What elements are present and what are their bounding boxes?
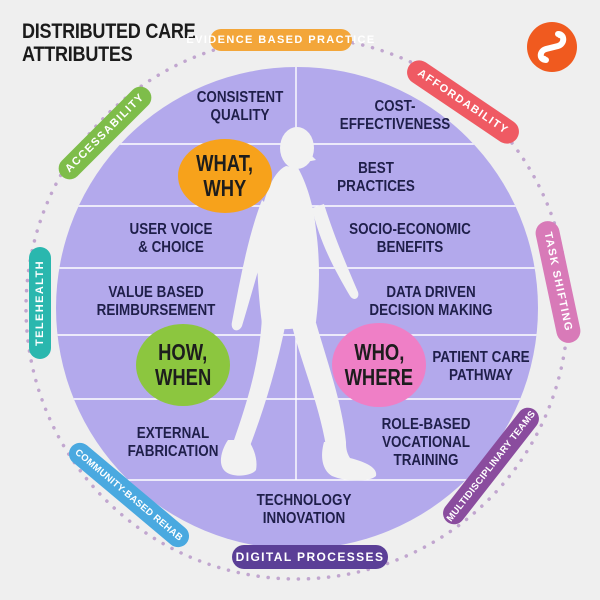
title-line-1: DISTRIBUTED CARE [22, 20, 196, 43]
attribute-line: COST- [374, 98, 416, 115]
rim-tag-telehealth: TELEHEALTH [29, 247, 51, 359]
attribute-line: PRACTICES [337, 178, 415, 195]
attribute-line: DECISION MAKING [369, 302, 493, 319]
bubble-line: HOW, [158, 339, 208, 365]
walking-person-figure [220, 127, 377, 481]
attribute-value-based-reimbursement: VALUE BASED REIMBURSEMENT [90, 284, 221, 320]
attribute-line: SOCIO-ECONOMIC [349, 221, 471, 238]
bubble-how-when: HOW, WHEN [136, 324, 230, 406]
page-title: DISTRIBUTED CARE ATTRIBUTES [22, 20, 196, 66]
attribute-role-based-vocational-training: ROLE-BASED VOCATIONAL TRAINING [367, 416, 485, 470]
attribute-line: EXTERNAL [136, 425, 210, 442]
attribute-user-voice-choice: USER VOICE & CHOICE [116, 221, 225, 257]
attribute-line: VOCATIONAL [382, 434, 470, 451]
attribute-cost-effectiveness: COST- EFFECTIVENESS [332, 98, 458, 134]
attribute-line: VALUE BASED [108, 284, 204, 301]
brand-logo [527, 22, 577, 72]
attribute-line: PATHWAY [449, 367, 513, 384]
brand-s-icon [537, 31, 567, 63]
attribute-line: CONSISTENT [196, 89, 284, 106]
attribute-socio-economic-benefits: SOCIO-ECONOMIC BENEFITS [344, 221, 475, 257]
bubble-line: WHERE [344, 364, 414, 390]
attribute-line: EFFECTIVENESS [339, 116, 451, 133]
attribute-consistent-quality: CONSISTENT QUALITY [190, 89, 291, 125]
rim-tag-digital-processes: DIGITAL PROCESSES [232, 545, 388, 569]
attribute-line: USER VOICE [129, 221, 213, 238]
bubble-line: WHY [203, 175, 247, 201]
bubble-what-why: WHAT, WHY [178, 139, 272, 213]
attribute-line: TRAINING [393, 452, 459, 469]
attribute-patient-care-pathway: PATIENT CARE PATHWAY [426, 349, 535, 385]
attribute-line: DATA DRIVEN [386, 284, 476, 301]
attribute-line: FABRICATION [127, 443, 219, 460]
title-line-2: ATTRIBUTES [22, 43, 133, 66]
bubble-line: WHEN [154, 364, 212, 390]
attribute-line: REIMBURSEMENT [96, 302, 216, 319]
attribute-line: INNOVATION [262, 510, 346, 527]
attribute-external-fabrication: EXTERNAL FABRICATION [118, 425, 227, 461]
attribute-technology-innovation: TECHNOLOGY INNOVATION [247, 492, 361, 528]
attribute-line: QUALITY [210, 107, 270, 124]
attribute-line: PATIENT CARE [432, 349, 530, 366]
rim-tag-evidence-based-practice: EVIDENCE BASED PRACTICE [186, 29, 374, 51]
attribute-line: & CHOICE [138, 239, 204, 256]
bubble-who-where: WHO, WHERE [332, 323, 426, 407]
bubble-line: WHAT, [196, 150, 254, 176]
attribute-line: BENEFITS [376, 239, 444, 256]
attribute-line: TECHNOLOGY [256, 492, 352, 509]
attribute-line: BEST [358, 160, 394, 177]
attribute-data-driven-decision-making: DATA DRIVEN DECISION MAKING [360, 284, 503, 320]
bubble-line: WHO, [353, 339, 405, 365]
attribute-best-practices: BEST PRACTICES [326, 160, 427, 196]
attribute-line: ROLE-BASED [381, 416, 471, 433]
